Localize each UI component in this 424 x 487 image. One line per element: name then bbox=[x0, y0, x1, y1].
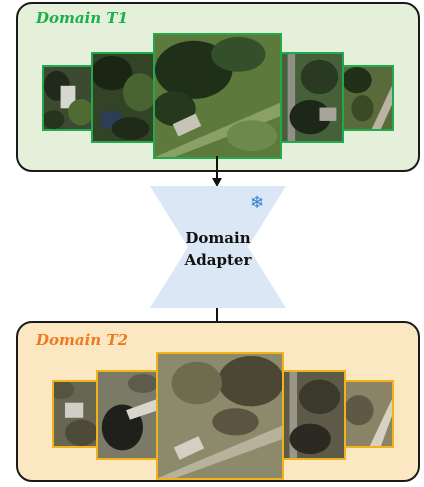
t1-image-left bbox=[91, 52, 156, 143]
t2-image-far-right bbox=[342, 380, 394, 448]
t1-image-right bbox=[280, 52, 344, 143]
snowflake-icon: ❄ bbox=[250, 193, 265, 213]
t1-image-far-left bbox=[42, 65, 94, 131]
t1-image-far-right bbox=[342, 65, 394, 131]
t2-image-right bbox=[280, 370, 346, 460]
arrow-t1-to-adapter bbox=[212, 156, 222, 187]
domain-adapter-shape bbox=[150, 186, 286, 308]
domain-t1-title: Domain T1 bbox=[36, 9, 129, 27]
domain-t2-title: Domain T2 bbox=[36, 331, 129, 349]
t2-image-left bbox=[96, 370, 160, 460]
adapter-label-line1: Domain bbox=[185, 229, 251, 247]
t1-image-center bbox=[153, 33, 282, 159]
t2-image-center bbox=[156, 352, 284, 480]
t2-image-far-left bbox=[52, 380, 99, 448]
adapter-label-line2: Adapter bbox=[184, 251, 252, 269]
